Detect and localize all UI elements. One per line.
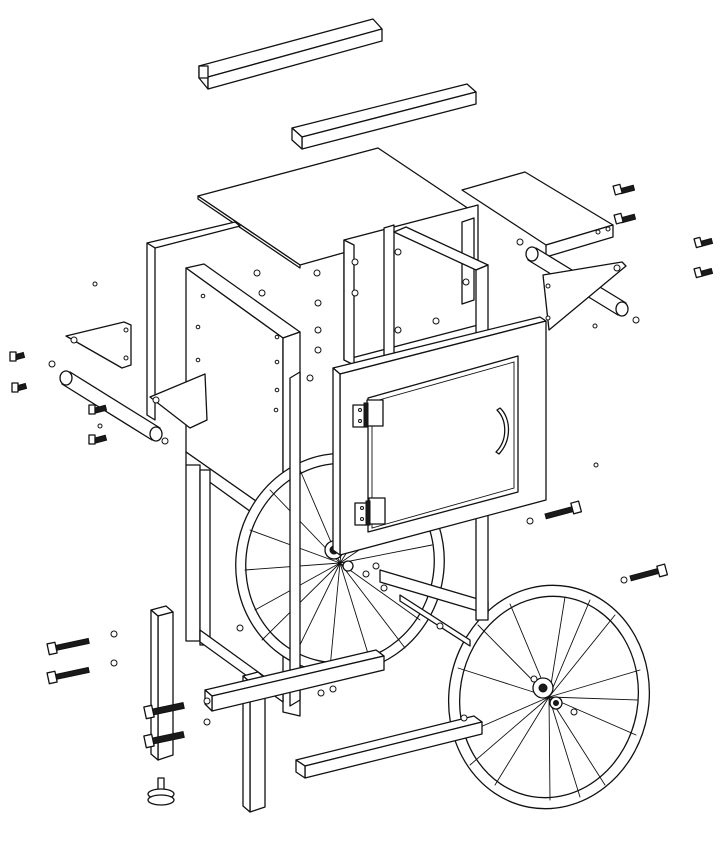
left-handle-bar [59,370,163,442]
door-panel [332,316,547,556]
bolt [46,666,90,685]
bolt [612,183,636,196]
bolt [693,266,714,279]
bolt [9,351,26,362]
right-handle-bracket-left [149,373,208,429]
bolt [88,404,108,415]
bolts [9,183,714,749]
bolt [693,236,714,249]
bottom-rail-side [204,649,385,712]
bolt [11,382,28,393]
axle-frame [362,469,489,647]
nuts [48,238,640,468]
washers [110,517,628,726]
bolt [544,500,583,520]
bolt [143,701,185,720]
door-handle [495,407,510,455]
side-shelf [461,171,614,258]
bolt [613,212,637,225]
bolt [629,563,669,582]
left-handle-bracket [65,321,132,369]
front-wheel [447,584,651,810]
right-handle-bracket [542,261,627,331]
bolt [46,637,90,656]
door-hinge-upper [352,399,384,428]
bolt [88,434,108,445]
leveling-foot [147,777,175,806]
right-side-panel [289,371,301,707]
bolt [143,730,185,749]
door-hinge-lower [354,497,386,526]
bottom-rail-front [295,715,483,779]
top-rail-front [291,83,477,150]
top-rail-back [198,18,383,90]
